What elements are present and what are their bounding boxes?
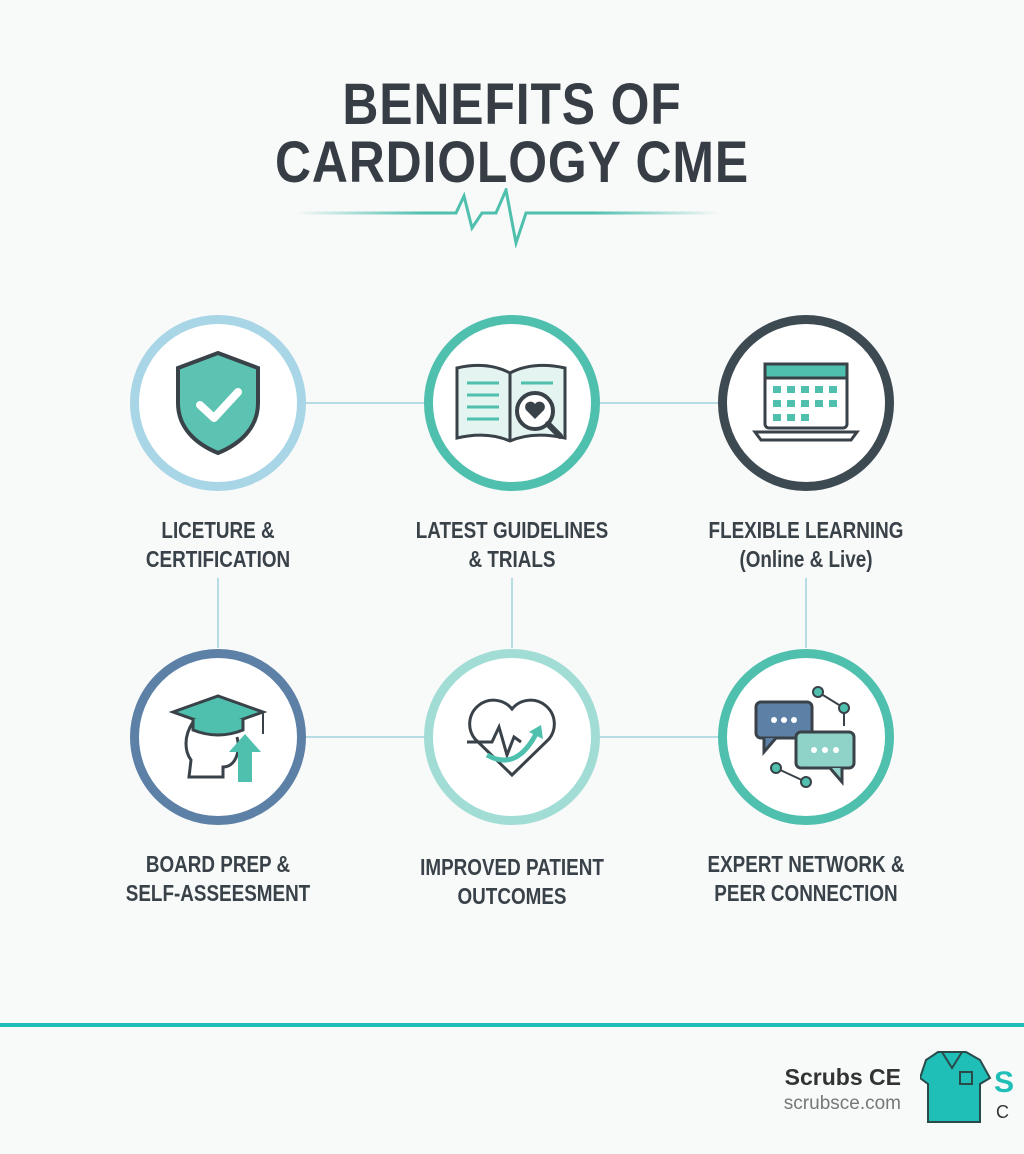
connector	[305, 402, 425, 404]
benefit-circle-licensure	[130, 315, 306, 491]
shield-check-icon	[176, 350, 260, 456]
footer-divider	[0, 1023, 1024, 1027]
benefit-label: BOARD PREP &SELF-ASSEESMENT	[125, 851, 311, 906]
benefit-circle-flexible	[718, 315, 894, 491]
benefit-label: FLEXIBLE LEARNING(Online & Live)	[708, 517, 904, 572]
svg-text:S: S	[994, 1066, 1014, 1099]
book-magnifier-heart-icon	[455, 363, 567, 443]
benefit-label: EXPERT NETWORK &PEER CONNECTION	[707, 851, 905, 906]
connector	[511, 578, 513, 648]
scrubs-logo-icon: SC	[920, 1051, 1014, 1123]
benefit-circle-outcomes	[424, 649, 600, 825]
connector	[305, 736, 425, 738]
brand-block: Scrubs CE scrubsce.com	[784, 1064, 901, 1115]
heartbeat-divider-icon	[296, 188, 720, 248]
connector	[599, 402, 719, 404]
title-line-1: BENEFITS OF	[342, 72, 682, 137]
title-line-2: CARDIOLOGY CME	[275, 130, 749, 195]
benefit-circle-board-prep	[130, 649, 306, 825]
graduation-cap-head-icon	[168, 694, 268, 782]
brand-name: Scrubs CE	[784, 1064, 901, 1090]
benefit-circle-network	[718, 649, 894, 825]
laptop-calendar-icon	[752, 362, 860, 442]
heart-pulse-icon	[467, 698, 556, 778]
chat-network-icon	[754, 686, 856, 788]
benefit-label: LICETURE &CERTIFICATION	[145, 517, 291, 572]
connector	[805, 578, 807, 648]
svg-text:C: C	[996, 1102, 1009, 1122]
brand-url: scrubsce.com	[783, 1093, 901, 1114]
connector	[599, 736, 719, 738]
benefit-circle-guidelines	[424, 315, 600, 491]
benefit-label: LATEST GUIDELINES& TRIALS	[415, 517, 609, 572]
connector	[217, 578, 219, 648]
